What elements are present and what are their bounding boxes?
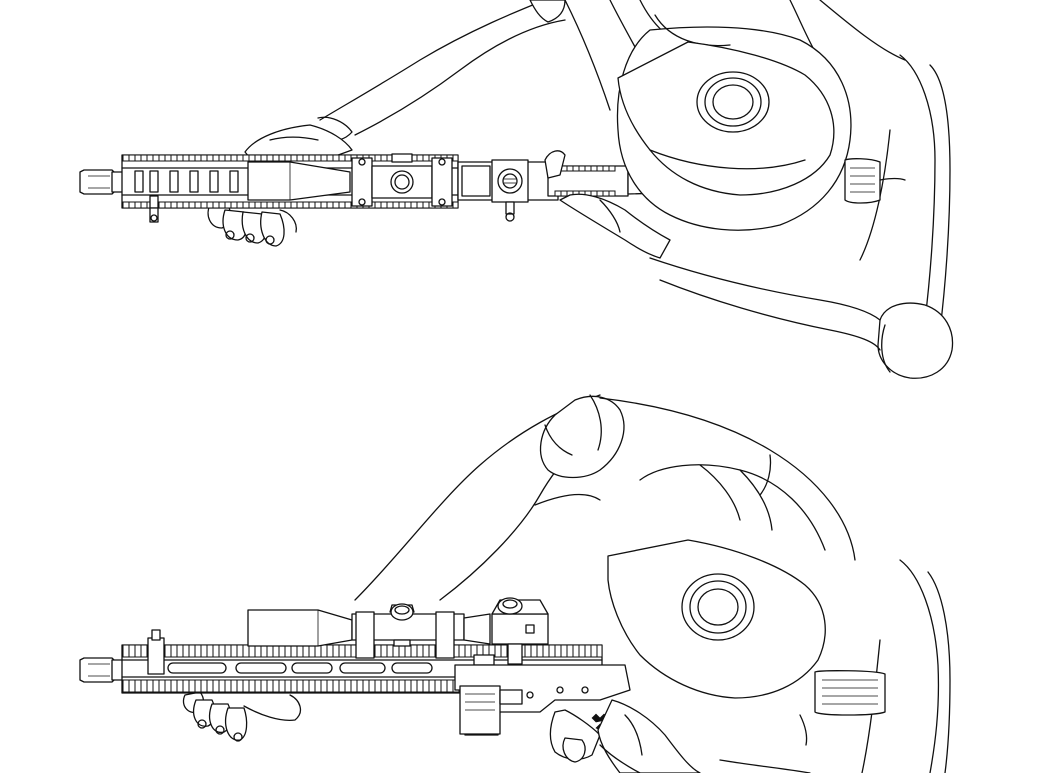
- shooter-left-arm-side: [354, 394, 625, 601]
- shooter-right-arm: [649, 54, 954, 379]
- rifle-side-view: [79, 597, 631, 736]
- shooter-head-top: [616, 14, 852, 231]
- handguard-slots: [134, 170, 239, 193]
- rifle-top-view: [79, 153, 701, 223]
- shooter-right-hand: [544, 150, 671, 259]
- shooter-right-arm-side: [719, 559, 951, 773]
- shooter-left-hand-side: [182, 691, 302, 742]
- shooter-left-arm: [317, 0, 566, 142]
- shooter-left-hand: [207, 124, 353, 247]
- figure-top-view: [79, 0, 954, 379]
- handguard-slots-side: [167, 662, 433, 674]
- shooter-right-hand-side: [549, 699, 701, 773]
- shooter-head-side: [599, 397, 856, 699]
- figure-side-view: [79, 394, 951, 773]
